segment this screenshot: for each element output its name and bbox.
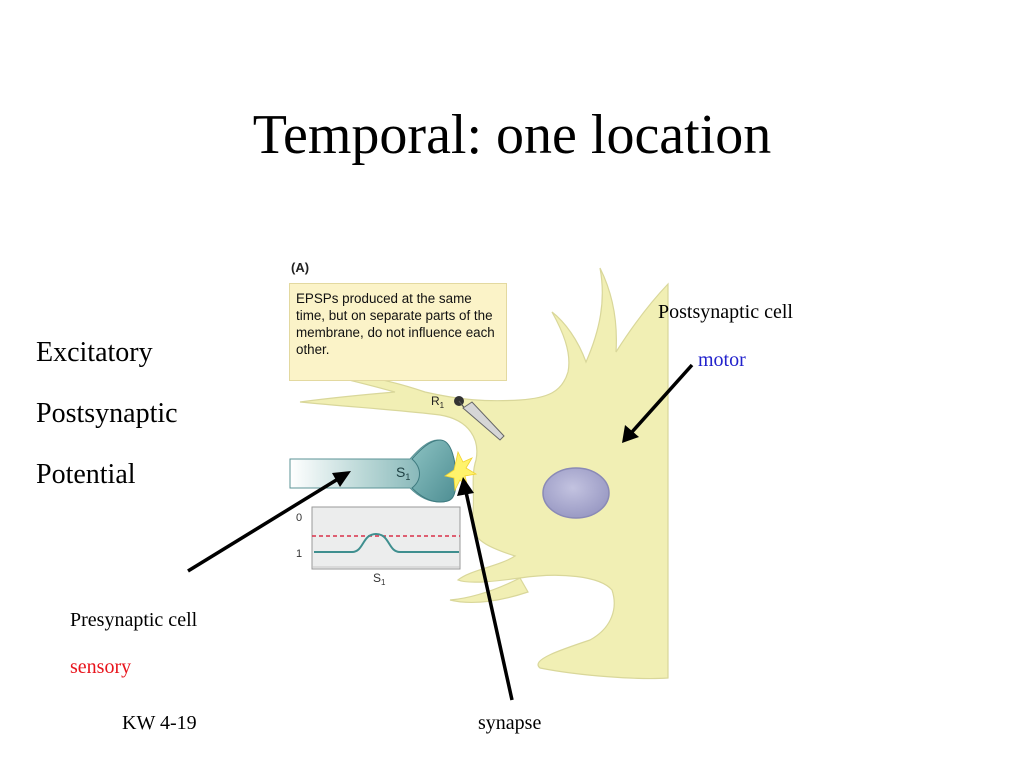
recording-electrode	[454, 396, 505, 441]
epsp-trace	[314, 532, 459, 553]
panel-letter: (A)	[291, 260, 310, 275]
electrode-label: R1	[431, 394, 445, 410]
slide-title: Temporal: one location	[252, 104, 772, 166]
term-potential: Potential	[36, 459, 136, 490]
synapse-label: synapse	[478, 712, 542, 734]
presynaptic-cell-label: Presynaptic cell	[70, 609, 198, 631]
postsynaptic-type-label: motor	[698, 349, 746, 371]
figure-reference: KW 4-19	[122, 712, 197, 734]
postsynaptic-cell-label: Postsynaptic cell	[658, 301, 793, 323]
presynaptic-type-label: sensory	[70, 656, 132, 678]
postsynaptic-arrow	[622, 363, 694, 443]
terminal-label: S1	[396, 464, 410, 482]
trace-tick-top: 0	[296, 512, 302, 524]
trace-x-label: S1	[373, 571, 386, 587]
synapse-arrow	[457, 477, 514, 701]
postsynaptic-cell-body	[299, 267, 669, 680]
term-excitatory: Excitatory	[36, 337, 153, 368]
trace-tick-bottom: 1	[296, 548, 302, 560]
figure-caption: EPSPs produced at the same time, but on …	[296, 291, 495, 357]
nucleus	[542, 467, 610, 519]
term-postsynaptic: Postsynaptic	[36, 398, 178, 429]
figure-caption-box: EPSPs produced at the same time, but on …	[289, 283, 507, 381]
presynaptic-arrow	[187, 471, 351, 573]
recording-trace-panel	[311, 506, 461, 570]
